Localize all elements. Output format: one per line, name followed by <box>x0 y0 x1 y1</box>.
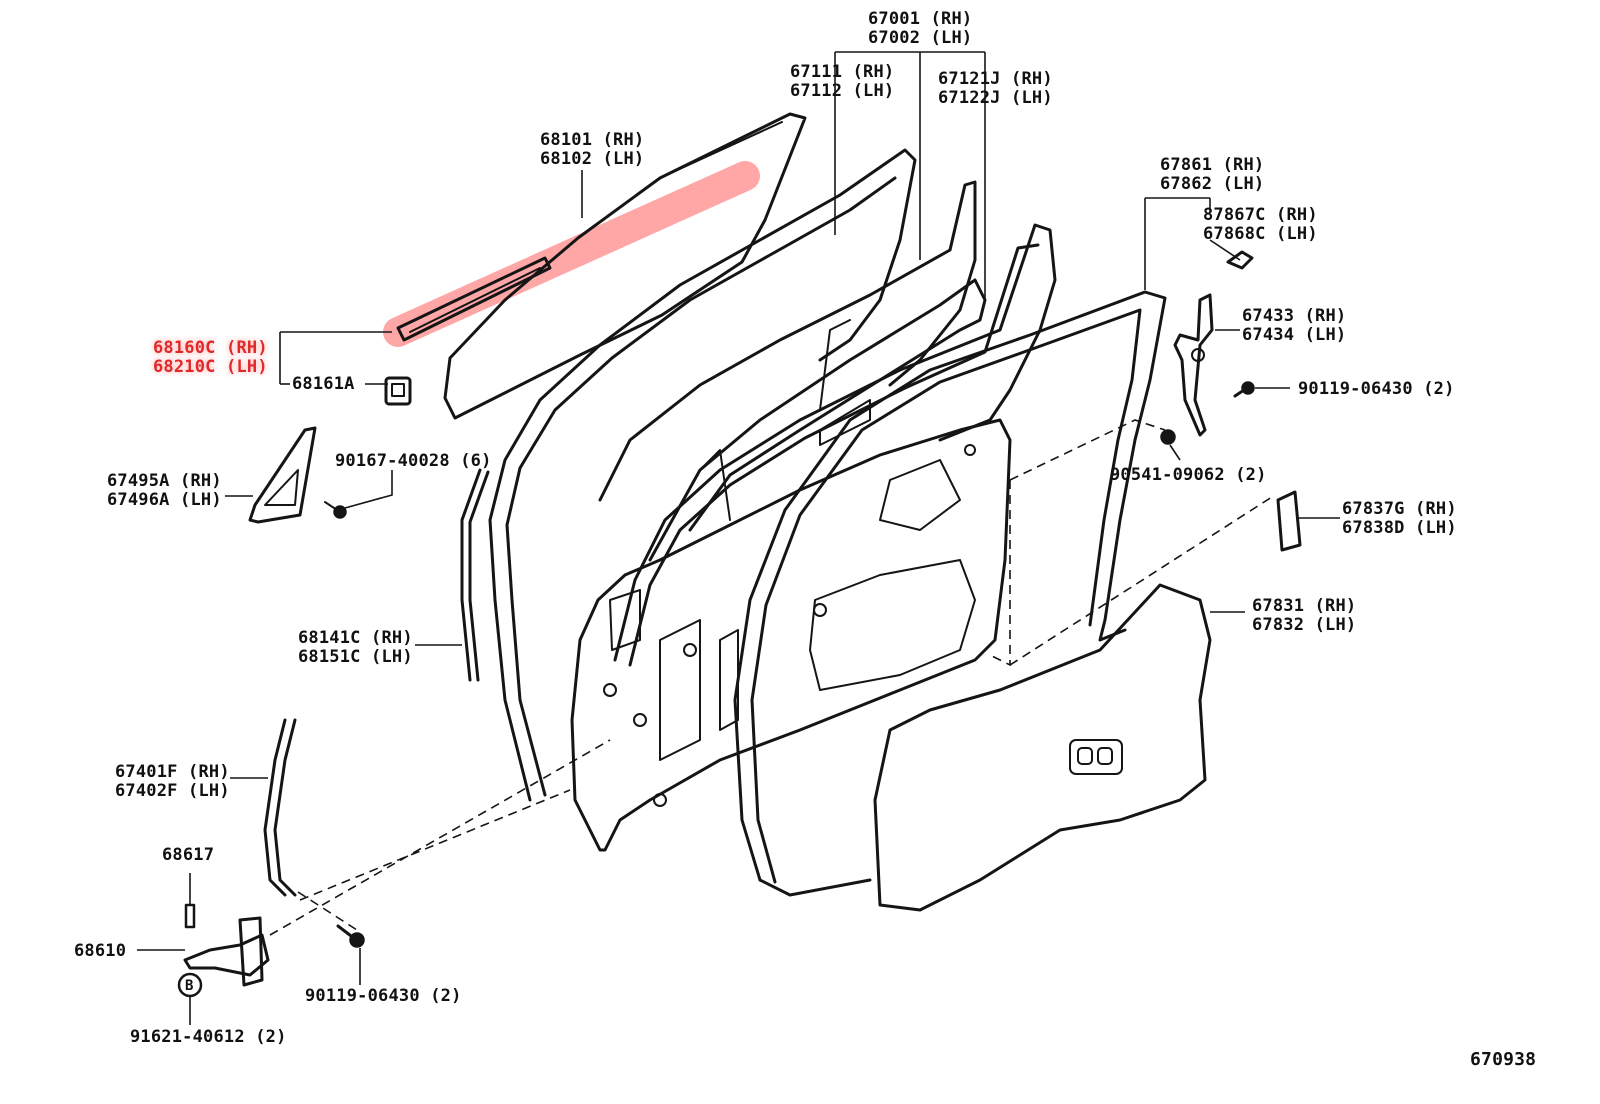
label-67111: 67111 (RH) <box>790 62 895 82</box>
assembly-dash-lines <box>269 419 1276 936</box>
label-67832: 67832 (LH) <box>1252 615 1357 635</box>
label-67861: 67861 (RH) <box>1160 155 1265 175</box>
label-68141c: 68141C (RH) <box>298 628 413 648</box>
label-67002: 67002 (LH) <box>868 28 973 48</box>
label-68151c: 68151C (LH) <box>298 647 413 667</box>
label-68210c: 68210C (LH) <box>153 357 268 377</box>
label-67001: 67001 (RH) <box>868 9 973 29</box>
label-68101: 68101 (RH) <box>540 130 645 150</box>
clip-90541 <box>1160 429 1176 445</box>
diagram-reference-number: 670938 <box>1470 1049 1537 1070</box>
door-glass <box>443 112 807 420</box>
label-67121j: 67121J (RH) <box>938 69 1053 89</box>
door-trim-panel <box>873 583 1212 912</box>
label-68160c: 68160C (RH) <box>153 338 268 358</box>
window-frame <box>613 223 1057 667</box>
label-90119-bottom: 90119-06430 (2) <box>305 986 462 1006</box>
label-67122j: 67122J (LH) <box>938 88 1053 108</box>
bolt-90119-bottom <box>336 924 365 948</box>
highlight-marker <box>383 161 760 347</box>
label-68617: 68617 <box>162 845 215 865</box>
label-67433: 67433 (RH) <box>1242 306 1347 326</box>
label-90167: 90167-40028 (6) <box>335 451 492 471</box>
label-67831: 67831 (RH) <box>1252 596 1357 616</box>
label-67495a: 67495A (RH) <box>107 471 222 491</box>
channel-clip <box>384 376 412 406</box>
label-67496a: 67496A (LH) <box>107 490 222 510</box>
label-67838d: 67838D (LH) <box>1342 518 1457 538</box>
leader-lines <box>137 51 1340 1025</box>
label-90541: 90541-09062 (2) <box>1110 465 1267 485</box>
label-87867c: 87867C (RH) <box>1203 205 1318 225</box>
corner-cover <box>248 426 317 524</box>
door-lock-rod <box>1173 293 1214 437</box>
label-68610: 68610 <box>74 941 127 961</box>
molding-67837 <box>1276 490 1302 552</box>
label-67862: 67862 (LH) <box>1160 174 1265 194</box>
label-68161a: 68161A <box>292 374 355 394</box>
hinge-pin <box>184 903 196 929</box>
label-90119-right: 90119-06430 (2) <box>1298 379 1455 399</box>
label-67868c: 67868C (LH) <box>1203 224 1318 244</box>
door-check-strip <box>263 718 297 897</box>
label-b-symbol: B <box>185 978 194 994</box>
label-67402f: 67402F (LH) <box>115 781 230 801</box>
label-91621: 91621-40612 (2) <box>130 1027 287 1047</box>
door-frame-outer <box>488 148 977 802</box>
label-67401f: 67401F (RH) <box>115 762 230 782</box>
label-67434: 67434 (LH) <box>1242 325 1347 345</box>
clip-87867 <box>1226 250 1254 270</box>
run-channel <box>396 256 552 342</box>
door-hinge <box>183 916 270 987</box>
screw-90167 <box>324 501 347 519</box>
label-68102: 68102 (LH) <box>540 149 645 169</box>
bolt-90119-right <box>1233 381 1255 398</box>
glass-run-weatherstrip <box>460 468 490 682</box>
label-67837g: 67837G (RH) <box>1342 499 1457 519</box>
door-weatherstrip <box>733 290 1167 897</box>
label-67112: 67112 (LH) <box>790 81 895 101</box>
